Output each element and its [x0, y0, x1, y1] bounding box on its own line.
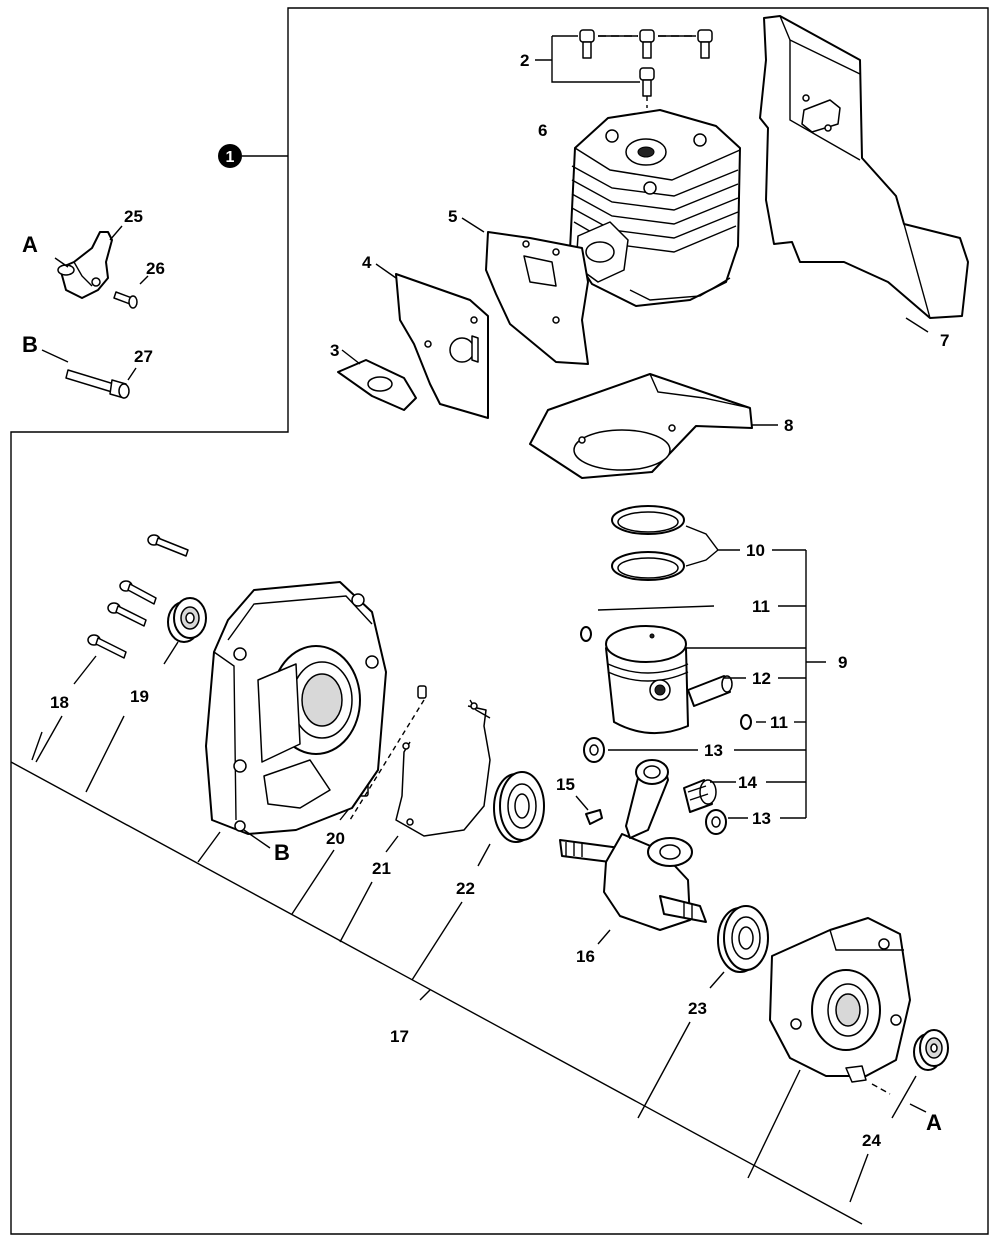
piston-pin-part-12 — [687, 675, 733, 707]
cylinder-screws-part-2 — [579, 29, 713, 97]
label-part-21: 21 — [372, 859, 391, 878]
leader-lines — [10, 715, 869, 1225]
gasket-part-4 — [395, 273, 489, 419]
circlip-part-11-lower — [740, 714, 752, 730]
label-part-23: 23 — [688, 999, 707, 1018]
label-part-2: 2 — [520, 51, 529, 70]
ref-letter-a-top: A — [22, 232, 38, 257]
assembly-marker-number: 1 — [226, 149, 235, 166]
washer-part-13-upper — [583, 737, 605, 763]
bolt-part-27 — [65, 369, 130, 399]
bearing-part-22 — [493, 771, 545, 843]
heat-shield-part-7 — [759, 15, 969, 319]
ref-letter-a-bottom: A — [926, 1110, 942, 1135]
label-part-3: 3 — [330, 341, 339, 360]
gasket-part-3 — [337, 359, 417, 411]
label-part-7: 7 — [940, 331, 949, 350]
oil-seal-part-24 — [913, 1029, 949, 1071]
label-part-26: 26 — [146, 259, 165, 278]
crankcase-half-left — [205, 581, 387, 835]
label-part-18: 18 — [50, 693, 69, 712]
label-part-10: 10 — [746, 541, 765, 560]
key-part-15 — [585, 809, 603, 825]
piston-part-9 — [605, 625, 689, 735]
label-part-20: 20 — [326, 829, 345, 848]
assembly-bracket-part-9 — [805, 550, 826, 818]
crankcase-gasket-part-21 — [395, 699, 491, 837]
label-part-13-upper: 13 — [704, 741, 723, 760]
piston-rings-part-10 — [611, 505, 685, 581]
label-part-22: 22 — [456, 879, 475, 898]
label-part-4: 4 — [362, 253, 372, 272]
base-gasket-part-8 — [529, 373, 753, 479]
needle-bearing-part-14 — [683, 779, 717, 813]
oil-seal-part-19 — [167, 597, 207, 643]
bearing-part-23 — [717, 905, 769, 973]
screw-part-26 — [113, 291, 138, 309]
crankcase-half-right — [769, 917, 911, 1083]
diagram-frame — [10, 7, 989, 1235]
ref-letter-b-crankcase: B — [274, 840, 290, 865]
label-part-9: 9 — [838, 653, 847, 672]
crankshaft-part-16 — [559, 759, 707, 931]
washer-part-13-lower — [705, 809, 727, 835]
cylinder-part-6 — [569, 109, 741, 307]
label-part-11-lower: 11 — [770, 713, 788, 732]
label-part-13-lower: 13 — [752, 809, 771, 828]
label-part-8: 8 — [784, 416, 793, 435]
label-part-14: 14 — [738, 773, 757, 792]
ref-letter-b-left: B — [22, 332, 38, 357]
label-part-15: 15 — [556, 775, 575, 794]
label-part-17: 17 — [390, 1027, 409, 1046]
label-part-5: 5 — [448, 207, 457, 226]
label-part-19: 19 — [130, 687, 149, 706]
label-part-6: 6 — [538, 121, 547, 140]
assembly-marker: 1 — [218, 144, 288, 168]
circlip-part-11-upper — [580, 626, 592, 642]
label-part-12: 12 — [752, 669, 771, 688]
label-part-11-upper: 11 — [752, 597, 770, 616]
gasket-part-5 — [485, 231, 589, 365]
bracket-part-25 — [57, 231, 113, 299]
label-part-25: 25 — [124, 207, 143, 226]
dowel-pins-part-20 — [359, 685, 427, 797]
label-part-24: 24 — [862, 1131, 881, 1150]
label-part-27: 27 — [134, 347, 153, 366]
crankcase-screws-part-18 — [87, 534, 189, 659]
label-part-16: 16 — [576, 947, 595, 966]
